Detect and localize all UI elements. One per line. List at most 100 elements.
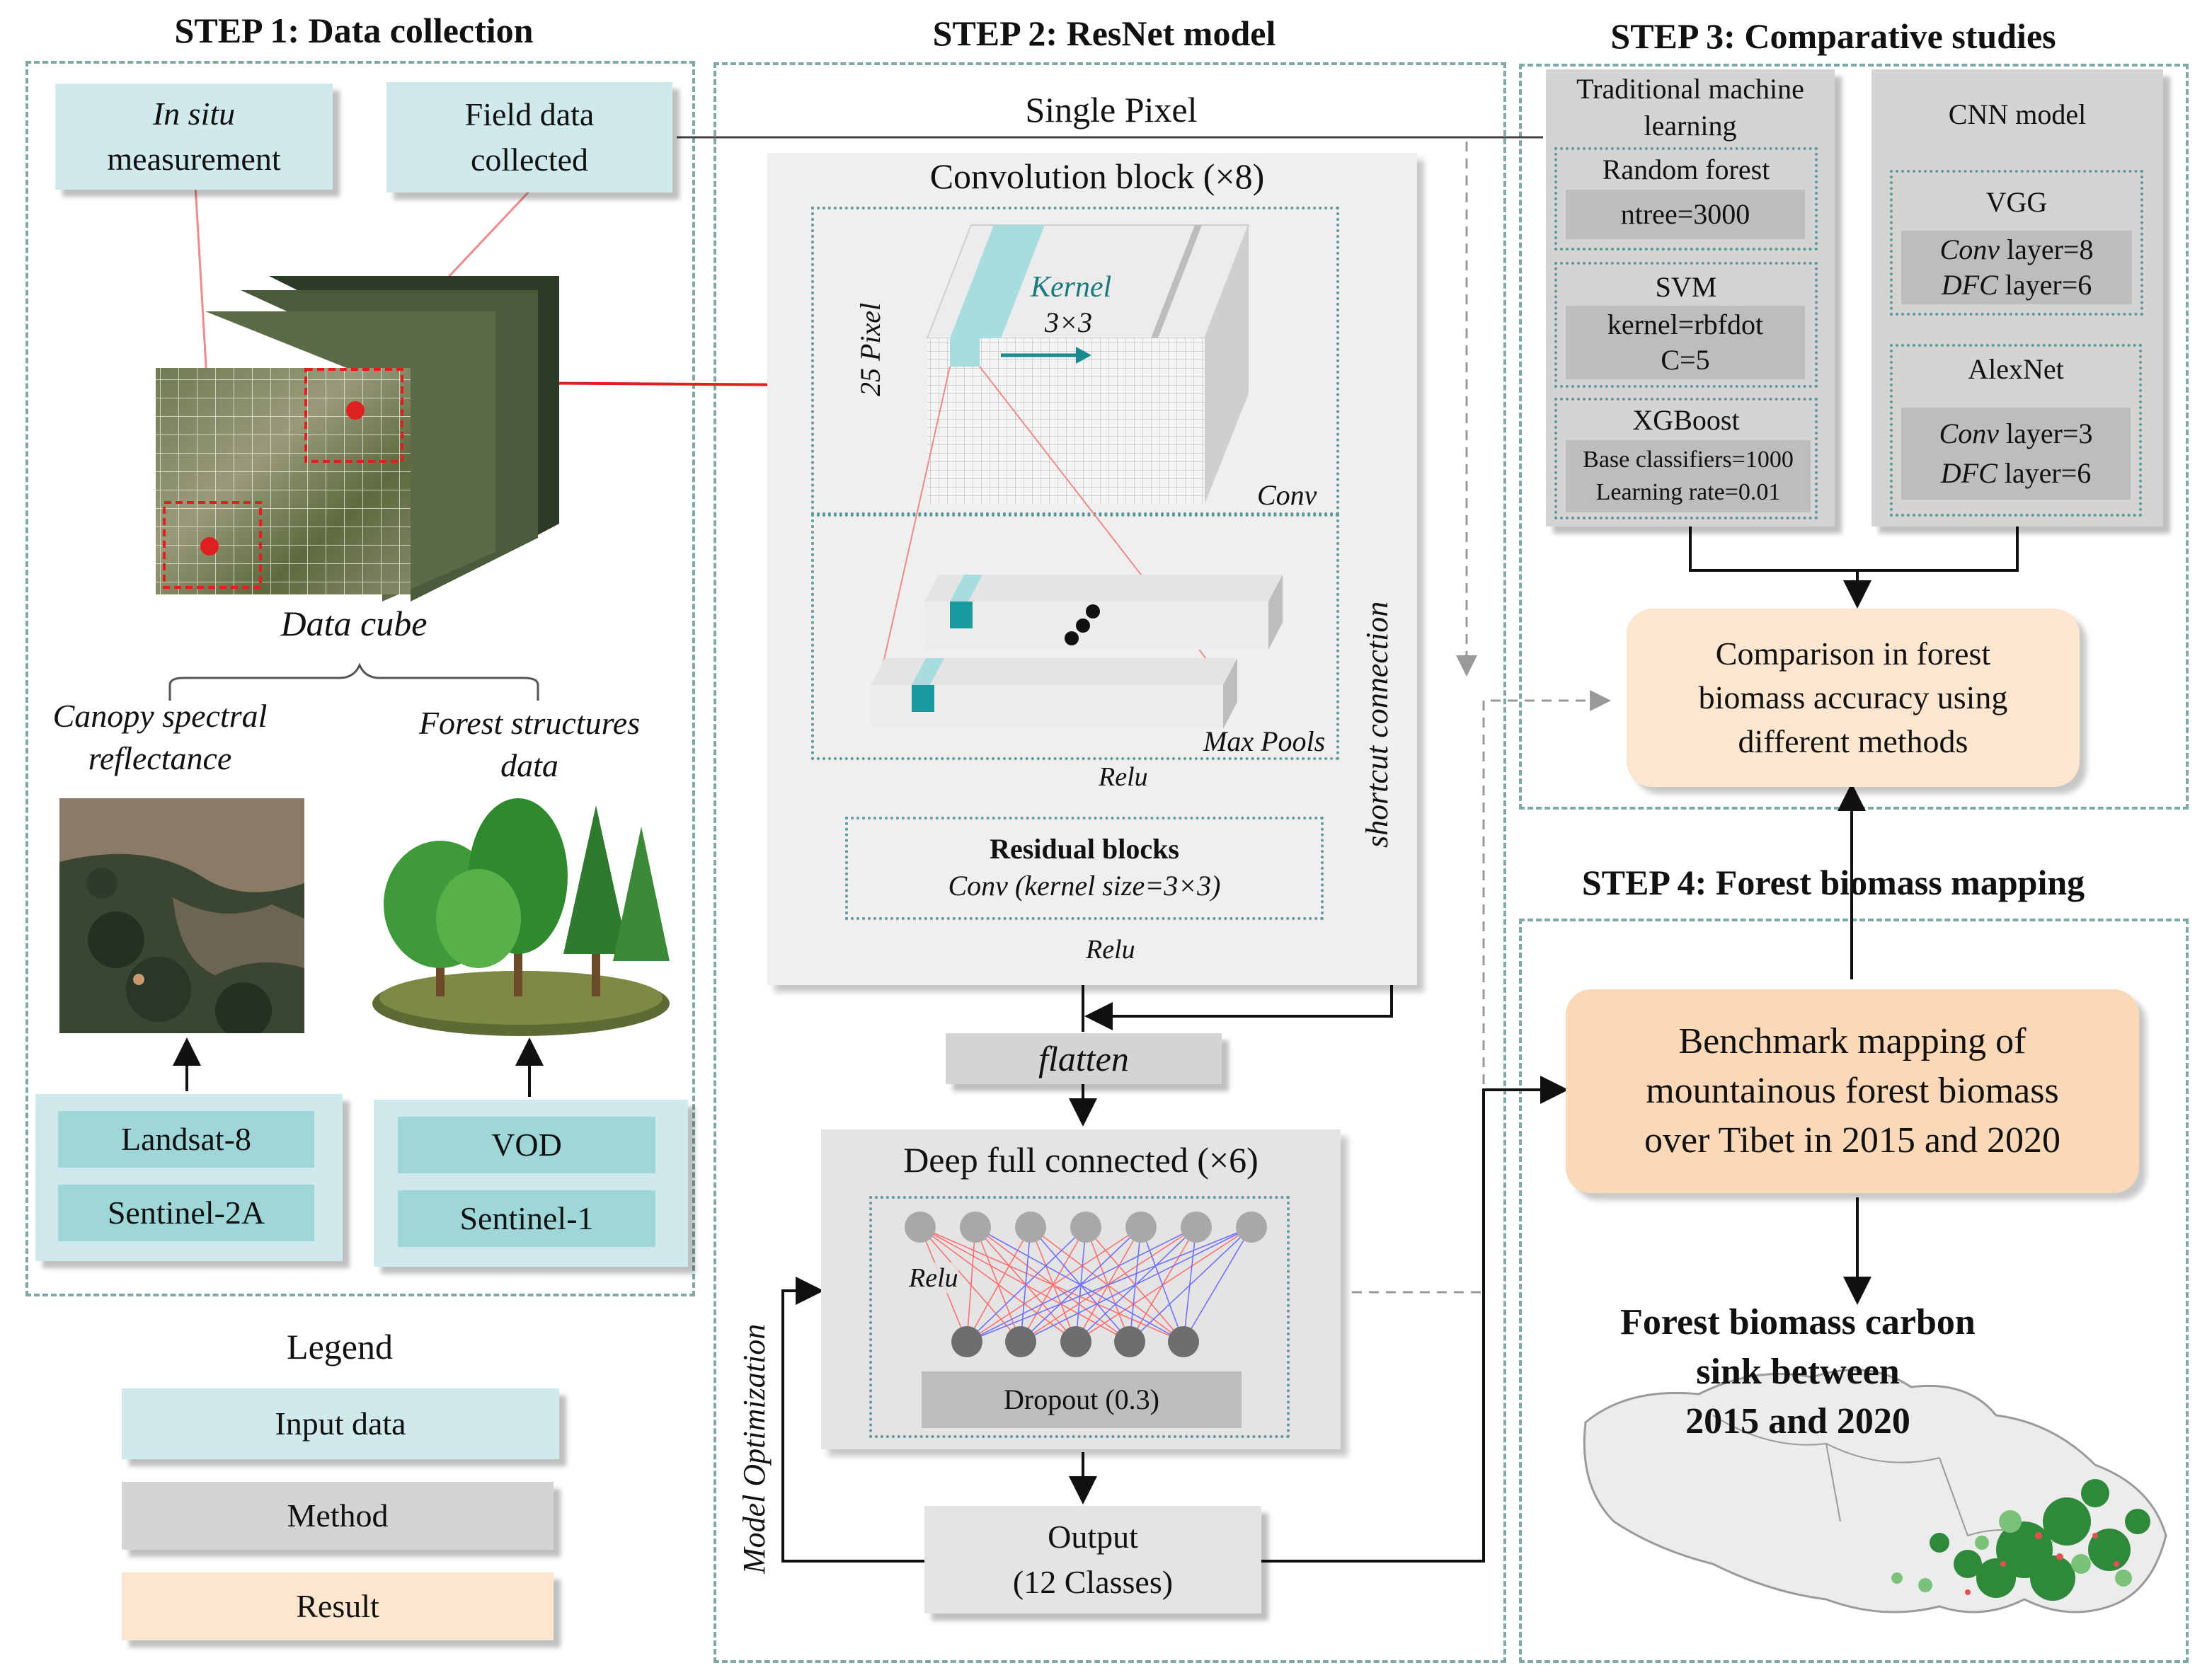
step4-title: STEP 4: Forest biomass mapping [1581,863,2085,902]
vgg-dfc-name: DFC [1941,269,1998,301]
conv-label: Conv [1257,479,1317,511]
canopy-image [59,798,304,1033]
output-box: Output (12 Classes) [924,1506,1261,1613]
alexnet-params: Conv layer=3 DFC layer=6 [1901,408,2131,500]
residual-subtitle: Conv (kernel size=3×3) [948,870,1221,902]
sink-line1: Forest biomass carbon [1620,1302,1976,1342]
forest-line1: Forest structures [418,705,641,741]
sink-line2: sink between [1696,1352,1900,1393]
vod-item: VOD [398,1117,655,1173]
alex-dfc-value: layer=6 [1997,457,2092,489]
kernel-size-label: 3×3 [1045,306,1092,338]
step3-title: STEP 3: Comparative studies [1610,16,2056,56]
relu-label-1: Relu [1099,762,1148,792]
vgg-conv-name: Conv [1939,234,2000,265]
alex-conv-value: layer=3 [1998,418,2093,449]
vgg-box [1890,170,2143,316]
alex-dfc-name: DFC [1940,457,1997,489]
step1-title: STEP 1: Data collection [174,11,534,50]
pool-region [811,514,1339,760]
legend-input-data: Input data [122,1388,559,1459]
forest-line2: data [500,747,558,783]
comparison-line2: biomass accuracy using [1698,679,2008,715]
shortcut-label: shortcut connection [1360,601,1394,848]
svm-c: C=5 [1661,344,1710,376]
legend-title: Legend [287,1327,393,1367]
data-cube-brace [168,662,539,701]
traditional-ml-title: Traditional machine learning [1546,71,1835,144]
rf-box [1554,147,1818,251]
insitu-line1: In situ [152,95,236,132]
relu-label-3: Relu [909,1262,958,1294]
relu-label-2: Relu [1086,935,1135,965]
trad-ml-merge-line [1689,527,2019,572]
field-data-box: Field data collected [386,82,672,192]
vgg-title: VGG [1985,186,2048,218]
dfc-inner [869,1196,1290,1438]
step1-frame [25,61,695,1296]
conv-cube-drawing [871,224,1283,729]
output-line2: (12 Classes) [1012,1564,1174,1600]
svm-kernel: kernel=rbfdot [1607,309,1764,340]
benchmark-mapping-box: Benchmark mapping of mountainous forest … [1566,989,2139,1193]
alex-conv-name: Conv [1939,418,1999,449]
insitu-measurement-box: In situ measurement [55,84,333,190]
residual-blocks-box [845,817,1324,920]
canopy-line1: Canopy spectral [52,698,268,734]
single-pixel-label: Single Pixel [977,85,1246,134]
data-cube-label: Data cube [280,604,428,643]
step2-frame [713,62,1506,1663]
model-opt-loop [781,1277,924,1563]
xgb-box [1554,398,1818,519]
model-optimization-label: Model Optimization [737,1323,772,1574]
sentinel1-item: Sentinel-1 [398,1190,655,1247]
bench-line3: over Tibet in 2015 and 2020 [1644,1120,2060,1161]
dfc-title: Deep full connected (×6) [903,1140,1259,1180]
step4-frame [1519,919,2189,1663]
data-cube-image [156,276,559,602]
output-line1: Output [1048,1518,1138,1555]
output-to-benchmark [1261,1076,1569,1563]
step2-title: STEP 2: ResNet model [932,13,1276,53]
tibet-map [1583,1369,2167,1613]
dfc-to-comparison-dashed [1352,690,1611,1294]
dropout-label: Dropout (0.3) [1004,1383,1159,1415]
svm-box [1554,262,1818,388]
conv-block-title: Convolution block (×8) [929,156,1265,196]
trad-line2: learning [1644,110,1737,142]
carbon-sink-title: Forest biomass carbon sink between 2015 … [1578,1298,2017,1447]
sink-line3: 2015 and 2020 [1685,1401,1910,1442]
canopy-label: Canopy spectral reflectance [25,695,294,780]
legend-result: Result [122,1572,554,1640]
comparison-line3: different methods [1738,723,1968,760]
svm-params: kernel=rbfdot C=5 [1566,306,1805,379]
max-pools-label: Max Pools [1203,725,1326,757]
xgb-title: XGBoost [1632,404,1740,436]
trad-line1: Traditional machine [1576,73,1804,105]
cnn-model-title: CNN model [1948,98,2087,130]
vgg-dfc-value: layer=6 [1997,269,2092,301]
alex-conv: Conv layer=3 [1939,414,2093,454]
optical-satellites-box: Landsat-8 Sentinel-2A [35,1094,343,1261]
flatten-box: flatten [946,1033,1222,1084]
alexnet-box [1890,344,2142,517]
alex-dfc: DFC layer=6 [1941,454,2092,493]
vgg-params: Conv layer=8 DFC layer=6 [1901,231,2132,304]
pixel25-label: 25 Pixel [854,302,886,396]
rf-ntree: ntree=3000 [1566,190,1805,239]
dfc-network [905,1212,1267,1428]
xgb-lr: Learning rate=0.01 [1595,479,1781,505]
vgg-conv: Conv layer=8 [1940,232,2094,267]
field-line2: collected [470,142,588,178]
bench-line1: Benchmark mapping of [1678,1020,2027,1061]
insitu-line2: measurement [107,141,281,177]
legend-method: Method [122,1482,554,1550]
xgb-base: Base classifiers=1000 [1583,447,1794,473]
forest-structures-label: Forest structures data [388,702,671,787]
comparison-line1: Comparison in forest [1715,635,1991,672]
rf-title: Random forest [1602,154,1770,185]
bench-line2: mountainous forest biomass [1646,1070,2059,1111]
svm-title: SVM [1655,271,1717,303]
kernel-label: Kernel [1031,271,1112,304]
structure-satellites-box: VOD Sentinel-1 [374,1100,688,1267]
